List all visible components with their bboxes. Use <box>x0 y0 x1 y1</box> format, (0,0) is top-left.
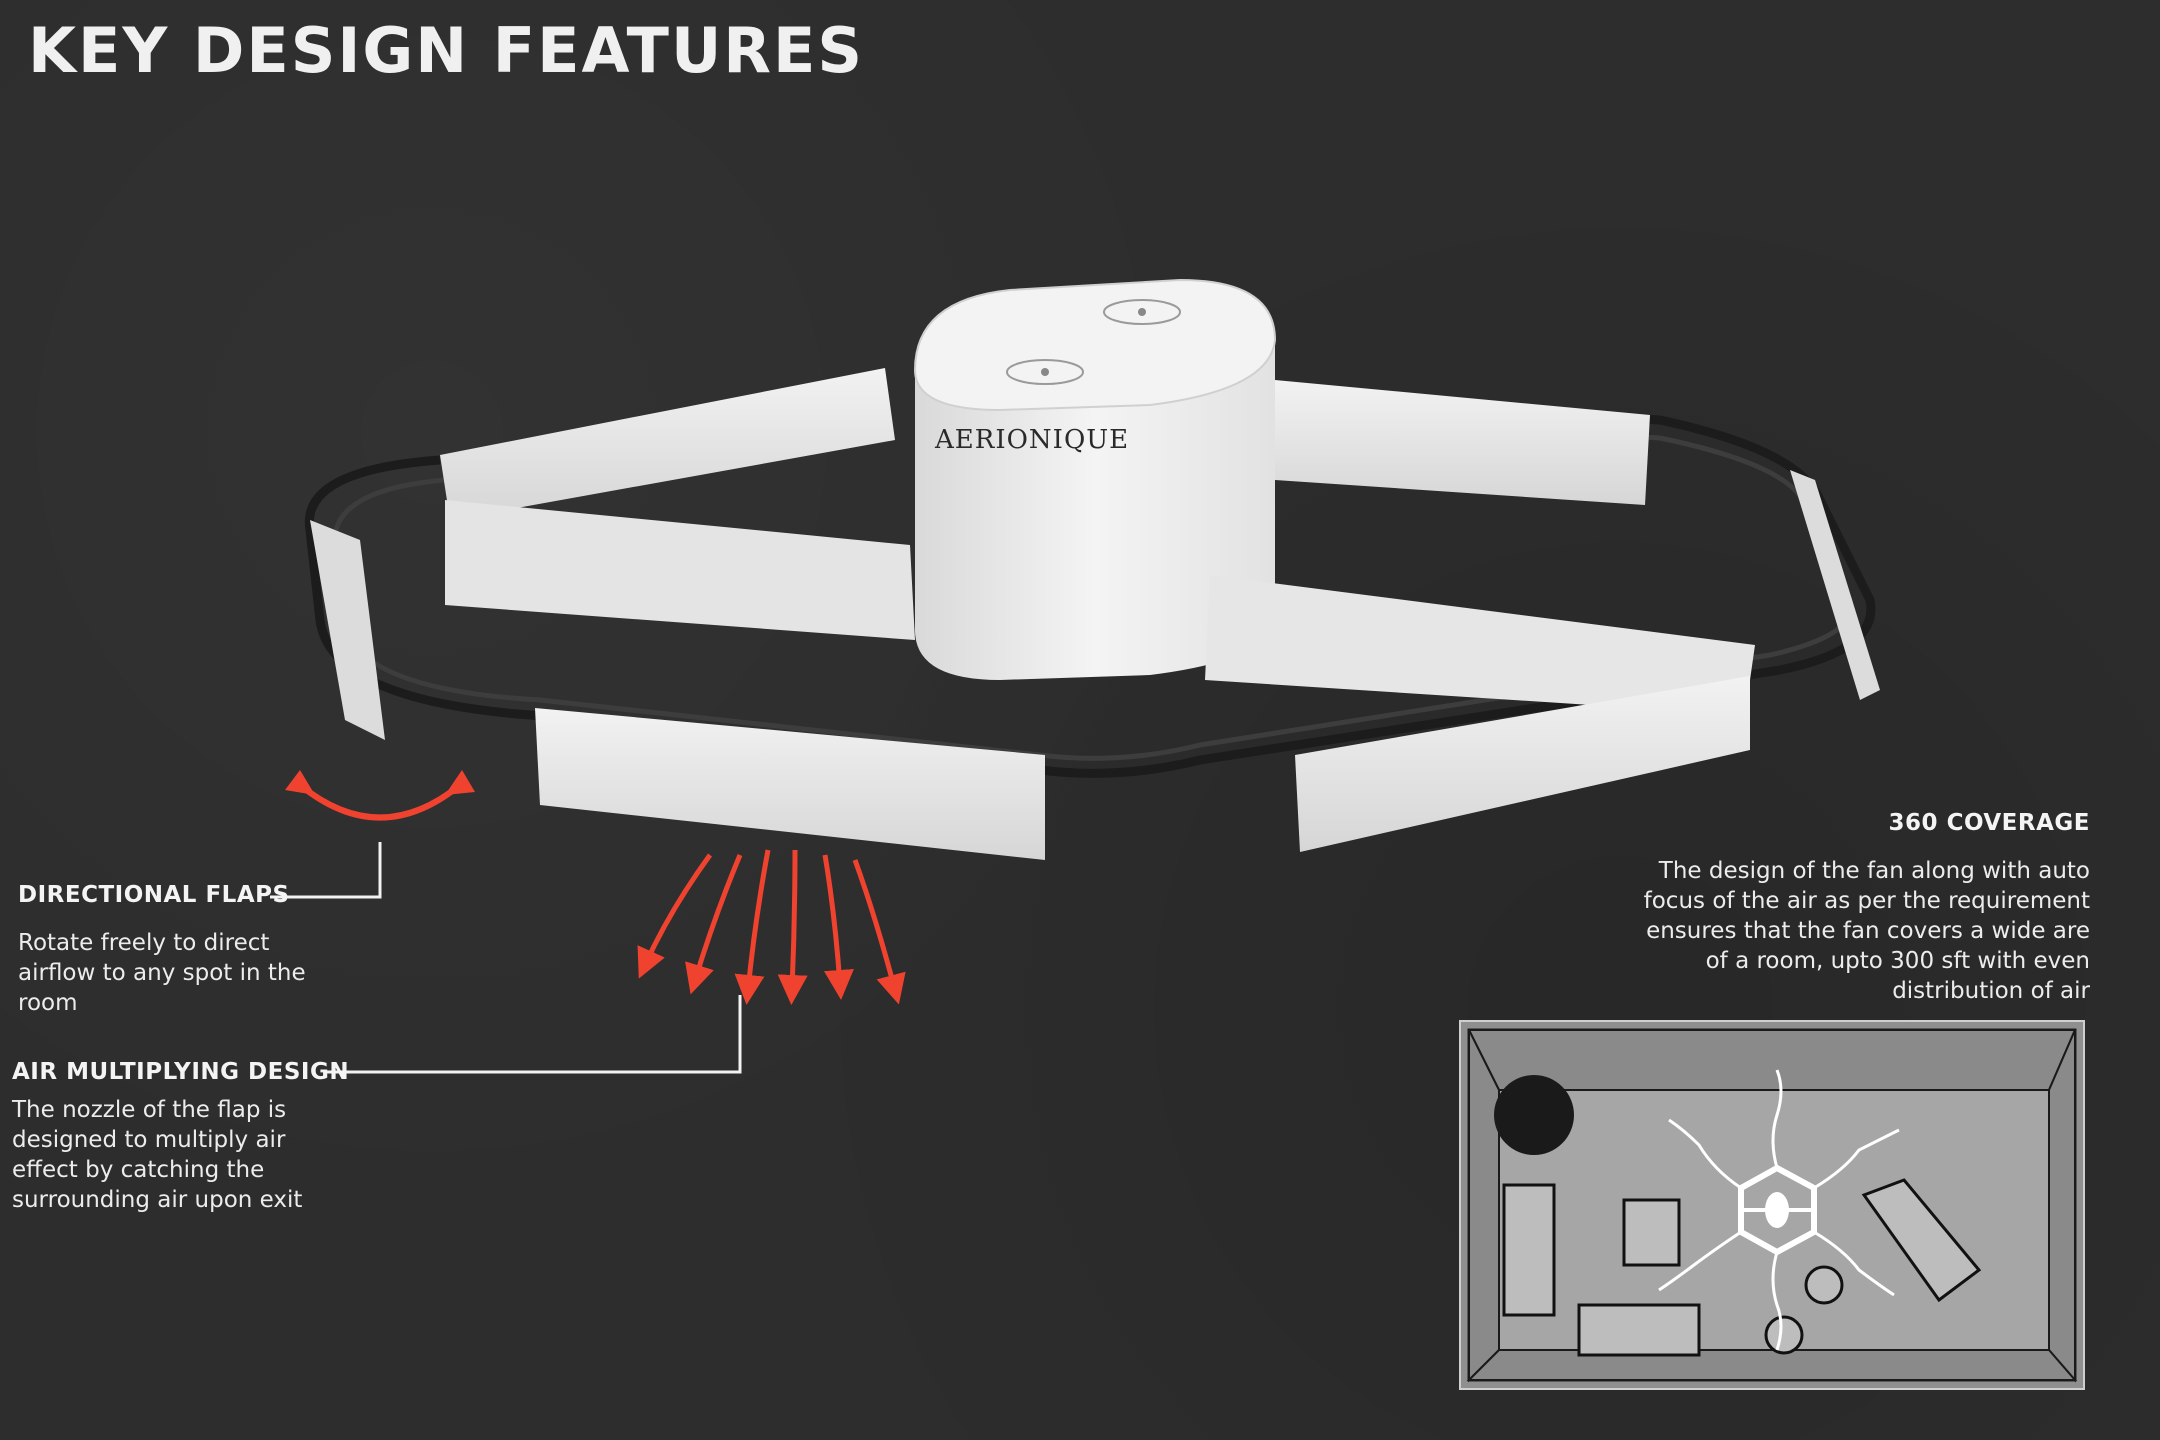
feature-body-directional-flaps: Rotate freely to direct airflow to any s… <box>18 930 306 1016</box>
airflow-arrows-icon <box>637 849 906 1005</box>
flap-right-mid <box>1205 575 1755 715</box>
plant-icon <box>1494 1075 1574 1155</box>
leader-line-flaps <box>270 842 382 899</box>
feature-heading-directional-flaps: DIRECTIONAL FLAPS <box>18 882 290 908</box>
feature-heading-coverage: 360 COVERAGE <box>1888 810 2090 836</box>
feature-body-air-multiplying: The nozzle of the flap is designed to mu… <box>12 1097 303 1213</box>
room-coverage-sketch <box>1459 1020 2085 1390</box>
leader-line-air <box>327 995 742 1074</box>
flap-left-vertical <box>310 520 385 740</box>
brand-logo: AERIONIQUE <box>934 425 1129 455</box>
rotation-arrow-icon <box>298 782 462 821</box>
feature-heading-air-multiplying: AIR MULTIPLYING DESIGN <box>12 1059 350 1085</box>
flap-front-left <box>535 708 1045 860</box>
page-title: KEY DESIGN FEATURES <box>28 14 865 87</box>
feature-body-coverage: The design of the fan along with auto fo… <box>1643 858 2090 1004</box>
flap-back-left <box>440 368 895 520</box>
flap-front-right <box>1295 676 1750 852</box>
flap-back-right <box>1275 380 1650 505</box>
flap-left <box>445 500 915 640</box>
flap-right-vertical <box>1790 470 1880 700</box>
